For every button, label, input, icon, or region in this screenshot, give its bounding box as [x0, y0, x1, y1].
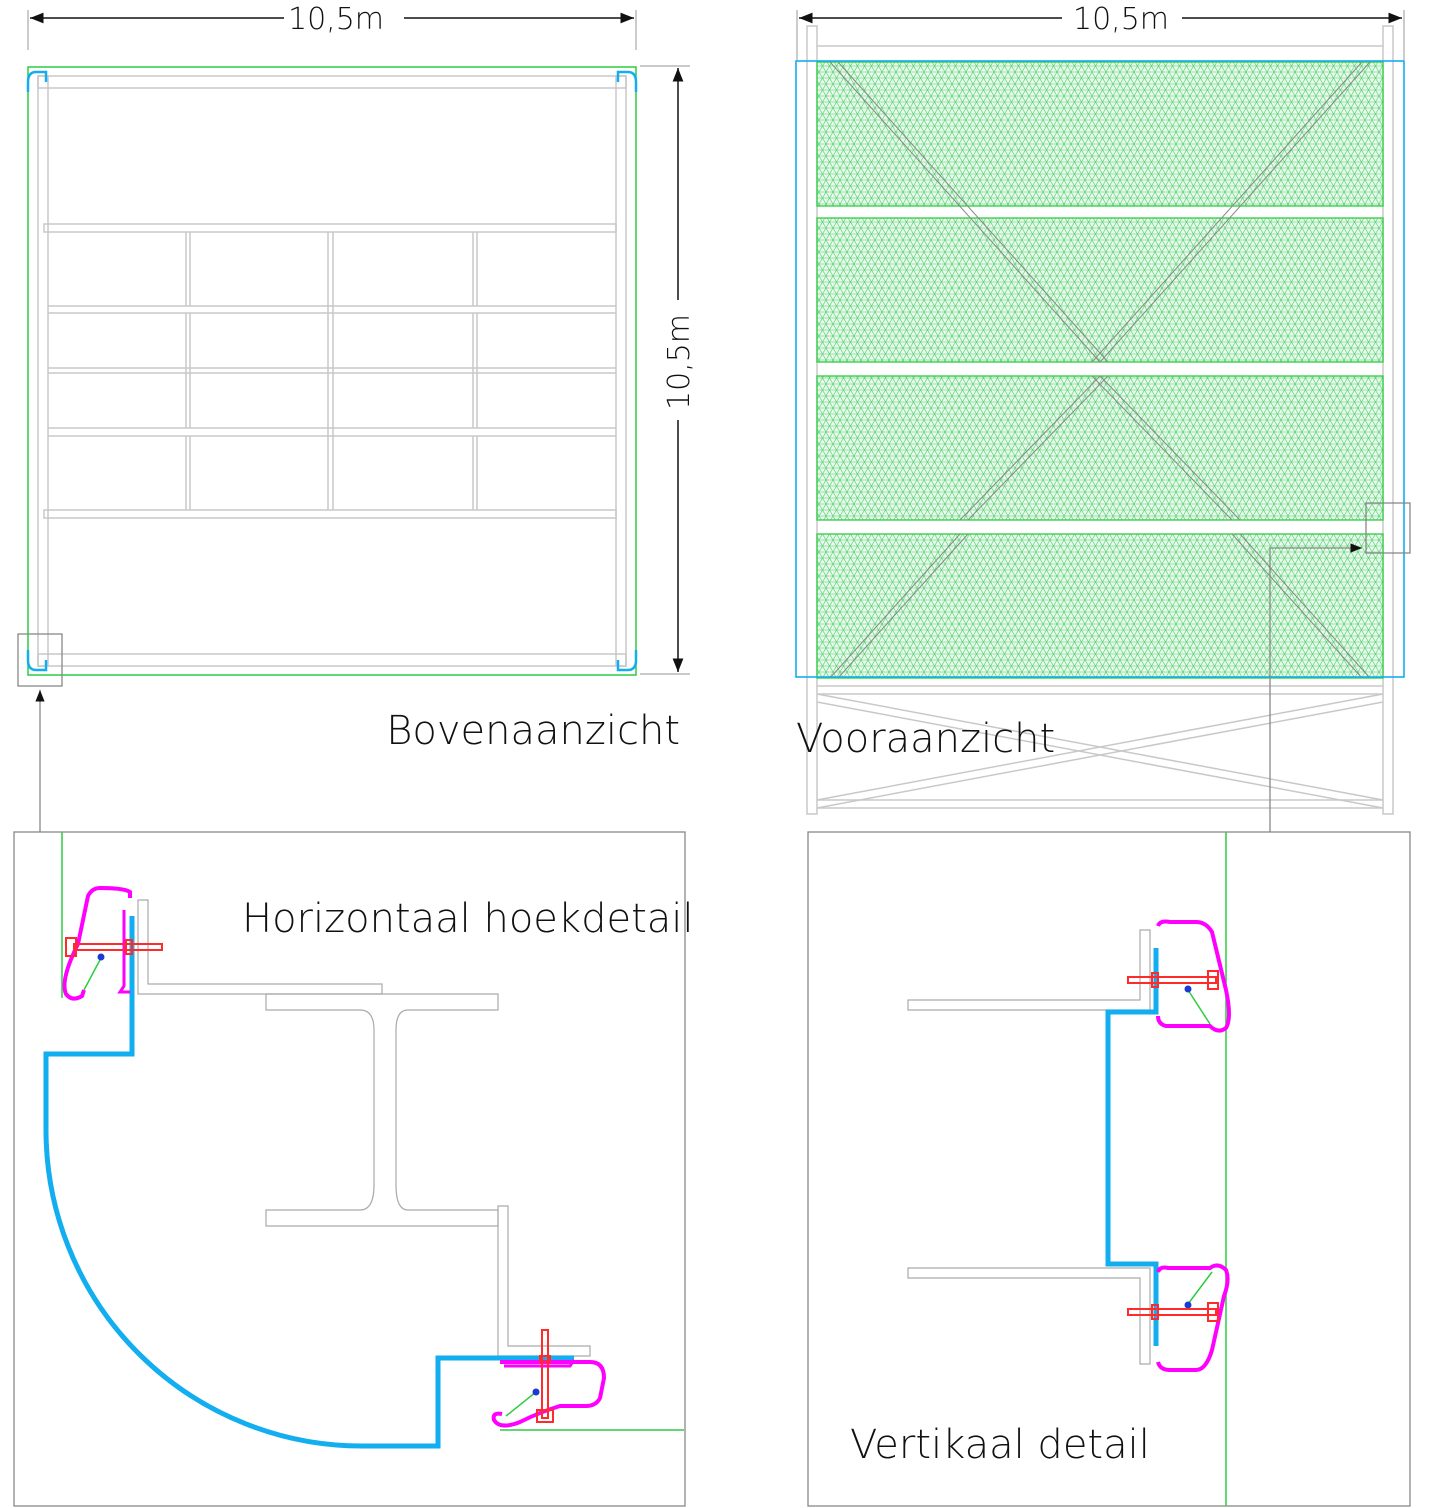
vertical-detail-title: Vertikaal detail — [850, 1422, 1150, 1468]
horizontal-detail-frame — [13, 831, 686, 1507]
top-view-frame — [37, 75, 627, 667]
pivot-dot — [97, 953, 105, 961]
front-view-panels — [816, 61, 1384, 679]
clamp-profile-icon — [616, 650, 638, 672]
corner-profile — [43, 916, 574, 1449]
pivot-dot — [1184, 1301, 1192, 1309]
front-view-width-label: 10,5m — [1073, 2, 1169, 37]
clamp-profile-icon — [62, 885, 132, 1001]
reference-arrow-icon — [1269, 543, 1362, 832]
steel-angle — [907, 929, 1151, 1011]
front-panel — [816, 217, 1384, 363]
clamp-profile-icon — [616, 70, 638, 92]
horizontal-detail-title: Horizontaal hoekdetail — [242, 896, 693, 942]
clamp-profile-icon — [26, 70, 48, 92]
front-view-bracing — [829, 61, 1371, 679]
pivot-dot — [532, 1388, 540, 1396]
front-panel — [816, 61, 1384, 207]
front-view-outline — [795, 60, 1405, 678]
vertical-detail-frame — [807, 831, 1411, 1507]
front-view-width-dimension: 10,5m — [796, 2, 1405, 60]
top-view-height-dimension: 10,5m — [640, 65, 697, 675]
clamp-profile-icon — [1156, 1263, 1230, 1372]
pivot-dot — [1184, 985, 1192, 993]
edge-profile — [1105, 948, 1159, 1346]
steel-angle — [907, 1267, 1151, 1365]
top-view-height-label: 10,5m — [662, 314, 697, 410]
front-view-detail-marker — [1365, 502, 1411, 554]
bolt-icon — [65, 937, 163, 957]
top-view-membrane — [27, 66, 637, 676]
top-view-corner-profiles — [26, 70, 638, 672]
clamp-profile-icon — [1156, 919, 1231, 1033]
top-view-width-dimension: 10,5m — [27, 2, 637, 50]
front-view: 10,5m — [795, 2, 1411, 832]
top-view-detail-marker — [17, 633, 63, 687]
clamp-lower — [1127, 1263, 1230, 1372]
top-view-title: Bovenaanzicht — [386, 708, 680, 754]
clamp-profile-icon — [26, 650, 48, 672]
clamp-bottom — [491, 1329, 607, 1428]
clamp-upper — [1127, 919, 1231, 1033]
front-view-title: Vooraanzicht — [796, 716, 1055, 762]
clamp-top — [62, 885, 163, 1001]
front-panel — [816, 533, 1384, 679]
i-beam — [265, 993, 499, 1227]
top-view-width-label: 10,5m — [288, 2, 384, 37]
bolt-icon — [1127, 1302, 1219, 1322]
steel-angle — [497, 1205, 591, 1357]
front-panel — [816, 375, 1384, 521]
bolt-icon — [1127, 970, 1219, 990]
vertical-detail: Vertikaal detail — [807, 831, 1411, 1507]
top-view: 10,5m 10,5m — [17, 2, 697, 832]
steel-angle — [137, 899, 383, 995]
bolt-icon — [536, 1329, 554, 1423]
horizontal-detail: Horizontaal hoekdetail — [13, 831, 693, 1507]
